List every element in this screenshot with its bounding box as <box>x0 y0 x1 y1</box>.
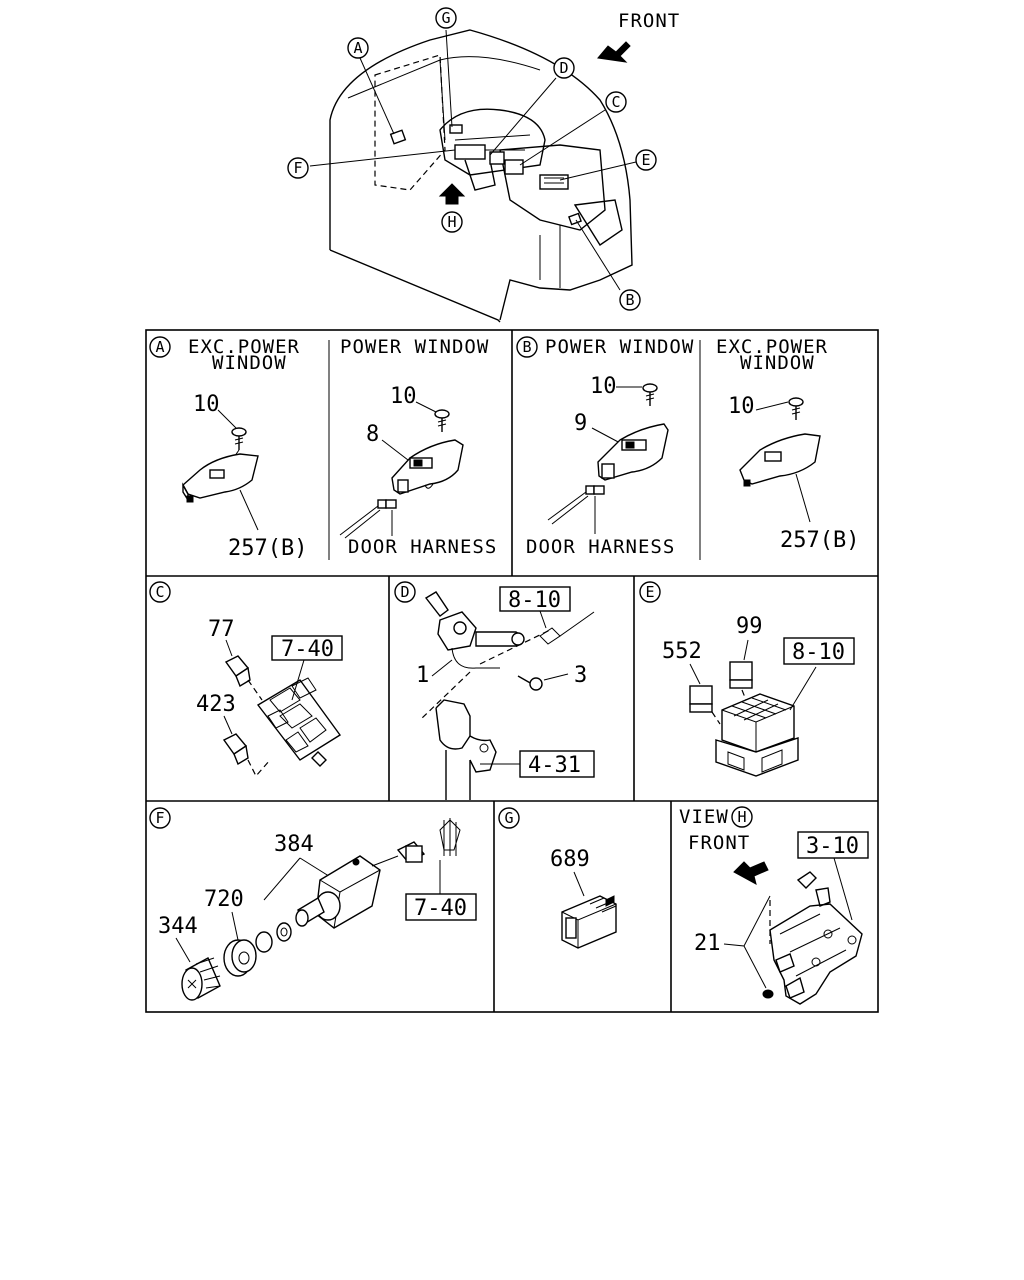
panel-h-letter: H <box>737 808 746 826</box>
ref-7-40: 7-40 <box>281 637 334 662</box>
door-harness-label: DOOR HARNESS <box>348 536 497 558</box>
part-number-552: 552 <box>662 639 702 664</box>
panel-b: B POWER WINDOW EXC.POWER WINDOW 10 9 DOO… <box>516 336 859 558</box>
panel-a-title-left-1: EXC.POWER <box>188 336 300 358</box>
power-window-switch-9 <box>597 423 669 481</box>
arrow-front-icon <box>597 41 631 63</box>
callout-d-label: D <box>559 59 568 77</box>
callout-h: H <box>441 211 463 233</box>
callout-b-label: B <box>625 291 634 309</box>
part-number-720: 720 <box>204 887 244 912</box>
front-label: FRONT <box>688 832 750 854</box>
panel-c-letter: C <box>155 583 164 601</box>
part-number-10: 10 <box>193 392 220 417</box>
ref-8-10: 8-10 <box>508 588 561 613</box>
panel-a: A EXC.POWER WINDOW POWER WINDOW 10 257(B… <box>149 336 497 561</box>
callout-g: G <box>435 7 457 29</box>
relay-552 <box>689 685 713 713</box>
part-number-257b: 257(B) <box>228 536 307 561</box>
relay-box-icon <box>715 693 799 777</box>
part-number-257b: 257(B) <box>780 528 859 553</box>
part-number-423: 423 <box>196 692 236 717</box>
screw-icon <box>231 427 247 450</box>
callout-d: D <box>553 57 575 79</box>
view-label: VIEW <box>679 806 729 828</box>
part-number-689: 689 <box>550 847 590 872</box>
ref-7-40: 7-40 <box>414 896 467 921</box>
relay-99 <box>729 661 753 689</box>
fuse-box-icon <box>256 677 342 767</box>
arrow-front-icon <box>733 861 769 885</box>
connector-icon <box>396 818 461 863</box>
arrow-up-icon <box>438 183 466 205</box>
dashboard-overview: A G D C E F H B <box>287 7 680 323</box>
front-label: FRONT <box>618 10 680 32</box>
connector-icon <box>585 485 605 495</box>
panel-b-title-right-2: WINDOW <box>740 352 815 374</box>
fuse-423 <box>222 733 249 766</box>
callout-c-label: C <box>611 93 620 111</box>
switch-689 <box>561 895 617 949</box>
callout-c: C <box>605 91 627 113</box>
callout-e: E <box>635 149 657 171</box>
panel-c: C 77 423 7-40 <box>149 581 343 778</box>
callout-f: F <box>287 157 309 179</box>
screw-icon <box>642 383 658 406</box>
panel-e: E 99 552 8-10 <box>639 581 855 777</box>
washer-icon <box>255 922 292 953</box>
bezel-257b-left <box>182 453 259 503</box>
ref-4-31: 4-31 <box>528 753 581 778</box>
part-number-10: 10 <box>590 374 617 399</box>
screw-icon <box>517 675 543 691</box>
panel-f-letter: F <box>155 809 164 827</box>
power-window-switch-8 <box>391 439 464 495</box>
panel-a-letter: A <box>155 338 164 356</box>
part-number-1: 1 <box>416 663 429 688</box>
part-number-99: 99 <box>736 614 763 639</box>
ref-8-10: 8-10 <box>792 640 845 665</box>
knob-344 <box>181 957 221 1001</box>
door-harness-label: DOOR HARNESS <box>526 536 675 558</box>
panel-e-letter: E <box>645 583 654 601</box>
connector-icon <box>377 499 397 509</box>
part-number-8: 8 <box>366 422 379 447</box>
part-number-10: 10 <box>728 394 755 419</box>
panel-g-letter: G <box>504 809 513 827</box>
panel-a-title-left-2: WINDOW <box>212 352 287 374</box>
callout-a-label: A <box>353 39 362 57</box>
panel-h: VIEW H FRONT 3-10 21 <box>679 806 869 1005</box>
screw-icon <box>434 409 450 432</box>
callout-b: B <box>619 289 641 311</box>
part-number-384: 384 <box>274 832 314 857</box>
ref-3-10: 3-10 <box>806 834 859 859</box>
panel-f: F 384 7-40 720 <box>149 807 477 1001</box>
panel-b-title-left: POWER WINDOW <box>545 336 694 358</box>
steering-column <box>435 699 497 800</box>
rheostat-switch-384 <box>295 855 399 929</box>
panel-grid <box>145 329 879 1013</box>
nut-720 <box>223 939 257 977</box>
panel-b-letter: B <box>522 338 531 356</box>
callout-e-label: E <box>641 151 650 169</box>
part-number-21: 21 <box>694 931 721 956</box>
panel-b-title-right-1: EXC.POWER <box>716 336 828 358</box>
screw-icon <box>788 397 804 420</box>
callout-h-label: H <box>447 213 456 231</box>
callout-g-label: G <box>441 9 450 27</box>
part-number-344: 344 <box>158 914 198 939</box>
callout-f-label: F <box>293 159 302 177</box>
part-number-10: 10 <box>390 384 417 409</box>
part-number-9: 9 <box>574 411 587 436</box>
panel-d: D 8-10 1 3 4-31 <box>394 581 595 800</box>
bezel-257b-right <box>739 433 821 487</box>
panel-d-letter: D <box>400 583 409 601</box>
part-number-77: 77 <box>208 617 235 642</box>
panel-a-title-right: POWER WINDOW <box>340 336 489 358</box>
panel-g: G 689 <box>498 807 617 949</box>
callout-a: A <box>347 37 369 59</box>
bracket-21 <box>769 871 863 1005</box>
fuse-77 <box>224 655 251 688</box>
part-number-3: 3 <box>574 663 587 688</box>
